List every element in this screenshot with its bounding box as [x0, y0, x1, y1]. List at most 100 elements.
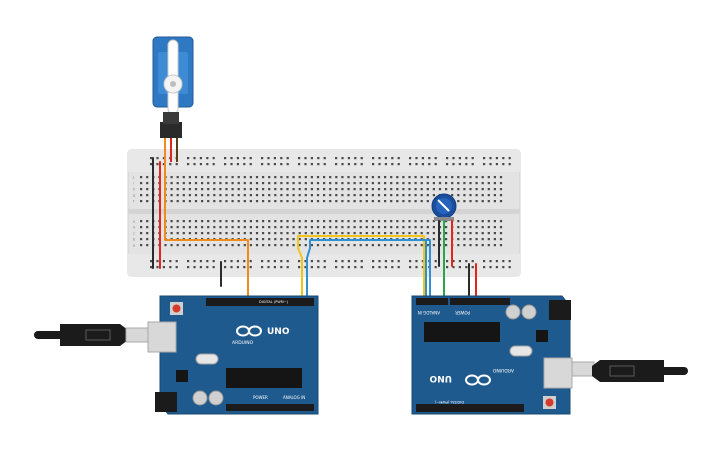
breadboard-hole[interactable] [292, 220, 295, 223]
breadboard-hole[interactable] [457, 200, 460, 203]
breadboard-hole[interactable] [316, 188, 320, 191]
breadboard-hole[interactable] [360, 157, 363, 160]
breadboard-hole[interactable] [231, 176, 234, 179]
breadboard-hole[interactable] [377, 244, 381, 247]
reset-button-icon[interactable] [543, 396, 556, 409]
breadboard-hole[interactable] [176, 182, 179, 185]
breadboard-hole[interactable] [359, 232, 362, 235]
breadboard-hole[interactable] [365, 226, 368, 229]
breadboard-hole[interactable] [432, 232, 435, 235]
breadboard-hole[interactable] [249, 176, 252, 179]
breadboard-hole[interactable] [213, 176, 216, 179]
breadboard-hole[interactable] [408, 188, 411, 191]
arduino-left[interactable]: UNO ARDUINO POWER ANALOG IN DIGITAL (PWM… [147, 295, 319, 415]
breadboard-hole[interactable] [237, 232, 240, 235]
breadboard-hole[interactable] [475, 194, 478, 197]
breadboard-hole[interactable] [170, 244, 173, 247]
breadboard-hole[interactable] [219, 232, 222, 235]
breadboard-hole[interactable] [353, 200, 356, 203]
breadboard-hole[interactable] [396, 232, 399, 235]
breadboard-hole[interactable] [499, 194, 503, 197]
breadboard-hole[interactable] [267, 163, 270, 166]
breadboard-hole[interactable] [390, 200, 393, 203]
breadboard-hole[interactable] [445, 220, 448, 223]
breadboard-hole[interactable] [471, 260, 474, 263]
breadboard-hole[interactable] [249, 220, 252, 223]
breadboard-hole[interactable] [310, 157, 313, 160]
breadboard-hole[interactable] [414, 200, 417, 203]
breadboard-hole[interactable] [481, 200, 484, 203]
breadboard-hole[interactable] [493, 238, 496, 241]
breadboard-hole[interactable] [323, 260, 326, 263]
arduino-right[interactable]: UNO ARDUINO POWER ANALOG IN DIGITAL (PWM… [411, 295, 573, 415]
breadboard-hole[interactable] [408, 244, 411, 247]
breadboard-hole[interactable] [199, 266, 202, 269]
breadboard-hole[interactable] [280, 260, 283, 263]
breadboard-hole[interactable] [317, 266, 320, 269]
breadboard-hole[interactable] [341, 200, 344, 203]
breadboard-hole[interactable] [292, 226, 295, 229]
breadboard-hole[interactable] [304, 226, 307, 229]
breadboard-hole[interactable] [451, 176, 454, 179]
breadboard-hole[interactable] [409, 260, 412, 263]
breadboard-hole[interactable] [170, 176, 173, 179]
breadboard-hole[interactable] [469, 200, 472, 203]
breadboard-hole[interactable] [508, 260, 511, 263]
breadboard-hole[interactable] [384, 194, 387, 197]
breadboard-hole[interactable] [463, 176, 466, 179]
breadboard-hole[interactable] [323, 226, 326, 229]
breadboard-hole[interactable] [213, 200, 216, 203]
breadboard-hole[interactable] [156, 163, 159, 166]
breadboard-hole[interactable] [341, 232, 344, 235]
breadboard-hole[interactable] [140, 220, 143, 223]
breadboard-hole[interactable] [353, 232, 356, 235]
breadboard-hole[interactable] [378, 157, 381, 160]
breadboard-hole[interactable] [371, 188, 374, 191]
usb-cable-icon[interactable] [34, 324, 149, 346]
breadboard-hole[interactable] [347, 260, 350, 263]
breadboard-hole[interactable] [140, 194, 143, 197]
breadboard-hole[interactable] [207, 244, 210, 247]
breadboard-hole[interactable] [150, 163, 153, 166]
breadboard-hole[interactable] [428, 163, 431, 166]
breadboard-hole[interactable] [286, 200, 289, 203]
breadboard-hole[interactable] [249, 163, 252, 166]
breadboard-hole[interactable] [193, 260, 196, 263]
breadboard-hole[interactable] [465, 163, 468, 166]
breadboard-hole[interactable] [438, 188, 442, 191]
breadboard-hole[interactable] [268, 232, 271, 235]
breadboard-hole[interactable] [446, 266, 449, 269]
breadboard-hole[interactable] [451, 194, 454, 197]
breadboard-hole[interactable] [188, 182, 191, 185]
breadboard-hole[interactable] [329, 220, 332, 223]
breadboard-hole[interactable] [347, 163, 350, 166]
breadboard-hole[interactable] [280, 238, 283, 241]
breadboard-hole[interactable] [316, 176, 320, 179]
breadboard-hole[interactable] [365, 232, 368, 235]
breadboard-hole[interactable] [489, 157, 492, 160]
breadboard-hole[interactable] [508, 163, 511, 166]
breadboard-hole[interactable] [384, 182, 387, 185]
breadboard-hole[interactable] [390, 176, 393, 179]
breadboard-hole[interactable] [341, 188, 344, 191]
breadboard-hole[interactable] [409, 266, 412, 269]
breadboard-hole[interactable] [463, 244, 466, 247]
breadboard-hole[interactable] [231, 182, 234, 185]
breadboard-hole[interactable] [304, 163, 307, 166]
breadboard-hole[interactable] [347, 232, 350, 235]
breadboard-hole[interactable] [508, 266, 511, 269]
breadboard-hole[interactable] [310, 182, 313, 185]
breadboard-hole[interactable] [243, 157, 246, 160]
breadboard-hole[interactable] [502, 157, 505, 160]
breadboard-hole[interactable] [481, 182, 484, 185]
breadboard-hole[interactable] [156, 260, 159, 263]
breadboard-hole[interactable] [273, 260, 276, 263]
breadboard-hole[interactable] [489, 163, 492, 166]
breadboard-hole[interactable] [274, 188, 277, 191]
breadboard-hole[interactable] [463, 188, 466, 191]
breadboard-hole[interactable] [194, 182, 198, 185]
breadboard-hole[interactable] [426, 194, 429, 197]
breadboard-hole[interactable] [341, 163, 344, 166]
breadboard-hole[interactable] [402, 200, 405, 203]
